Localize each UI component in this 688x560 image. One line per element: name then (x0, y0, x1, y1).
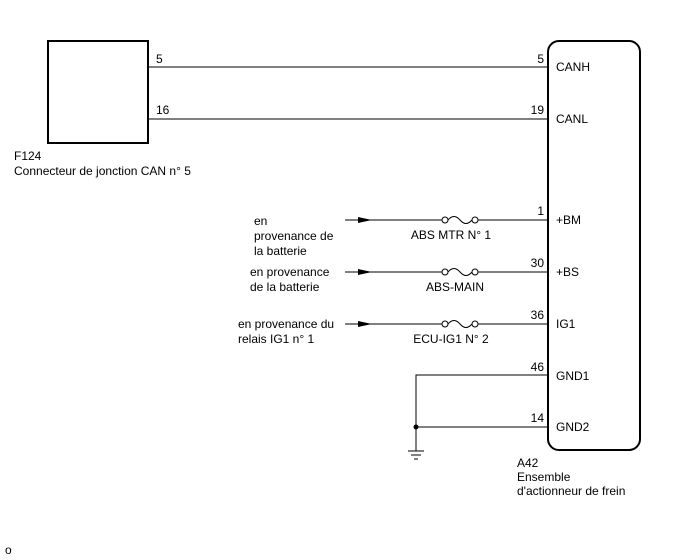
source-1-line1: en (254, 214, 267, 228)
actuator-name-line1: Ensemble (517, 470, 571, 484)
actuator-pin-label-bs: +BS (556, 265, 579, 279)
fuse-icon (441, 268, 479, 276)
junction-dot (413, 424, 419, 430)
fuse-icon (441, 320, 479, 328)
actuator-pin-label-gnd1: GND1 (556, 369, 590, 383)
actuator-pin-label-canl: CANL (556, 112, 588, 126)
source-1-line2: provenance de (254, 229, 334, 243)
source-2-line1: en provenance (250, 265, 330, 279)
arrow-icon (358, 217, 372, 223)
arrow-icon (358, 269, 372, 275)
corner-mark: o (5, 543, 12, 557)
junction-connector-name: Connecteur de jonction CAN n° 5 (14, 164, 191, 178)
wire-gnd1 (415, 374, 548, 451)
actuator-pin-label-gnd2: GND2 (556, 420, 590, 434)
actuator-pin-label-bm: +BM (556, 213, 581, 227)
fuse-2-label: ABS-MAIN (426, 280, 484, 294)
actuator-pin-label-canh: CANH (556, 60, 590, 74)
fuse-1-label: ABS MTR N° 1 (411, 228, 491, 242)
fuse-3-label: ECU-IG1 N° 2 (413, 332, 489, 346)
actuator-code: A42 (517, 456, 539, 470)
actuator-name-line2: d'actionneur de frein (517, 484, 625, 498)
ground-icon (408, 450, 424, 460)
actuator-pin-number-canh: 5 (537, 52, 544, 66)
fuse-icon (441, 216, 479, 224)
source-3-line2: relais IG1 n° 1 (238, 332, 314, 346)
actuator-box (547, 40, 641, 451)
actuator-pin-number-gnd1: 46 (531, 360, 545, 374)
actuator-pin-number-bs: 30 (531, 256, 545, 270)
actuator-pin-number-gnd2: 14 (531, 411, 545, 425)
actuator-pin-label-ig1: IG1 (556, 317, 576, 331)
actuator-pin-number-bm: 1 (537, 204, 544, 218)
junction-pin-5: 5 (156, 52, 163, 66)
actuator-pin-number-ig1: 36 (531, 308, 545, 322)
arrow-icon (358, 321, 372, 327)
source-1-line3: la batterie (254, 244, 307, 258)
junction-connector-code: F124 (14, 149, 42, 163)
junction-pin-16: 16 (156, 103, 170, 117)
junction-connector-box (47, 40, 149, 144)
source-2-line2: de la batterie (250, 280, 320, 294)
actuator-pin-number-canl: 19 (531, 103, 545, 117)
source-3-line1: en provenance du (238, 317, 334, 331)
